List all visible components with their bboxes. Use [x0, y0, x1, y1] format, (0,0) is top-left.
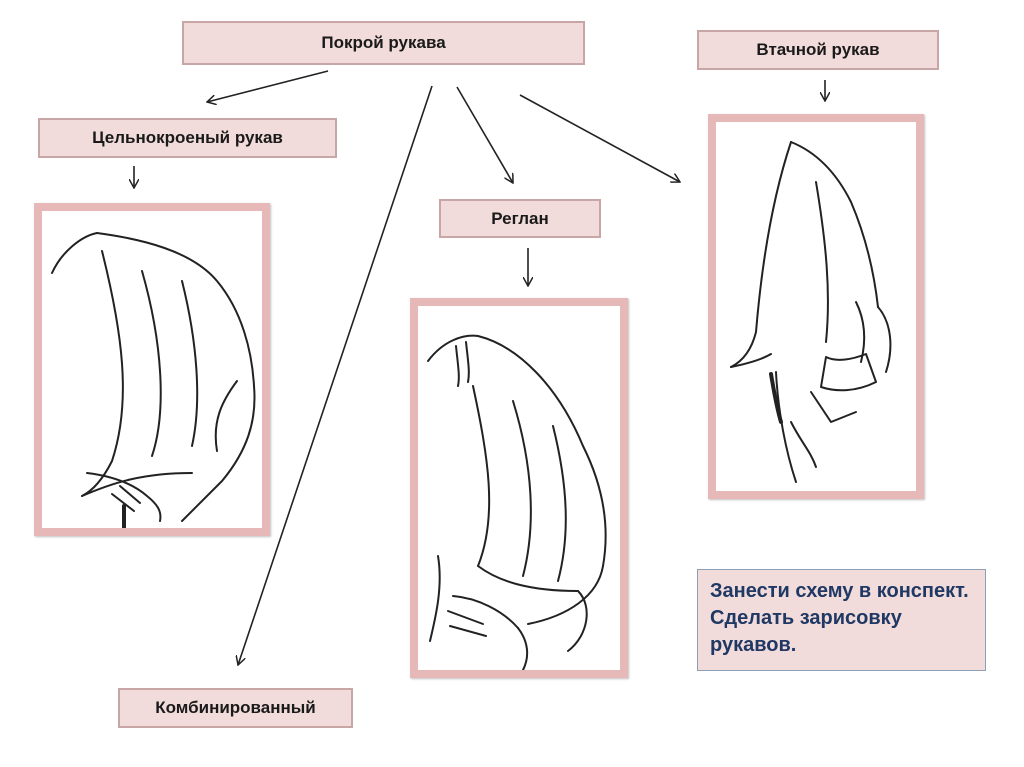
combined-sleeve-box: Комбинированный [118, 688, 353, 728]
one-piece-sleeve-box: Цельнокроеный рукав [38, 118, 337, 158]
one-piece-sleeve-illustration [34, 203, 270, 536]
root-box: Покрой рукава [182, 21, 585, 65]
raglan-label: Реглан [491, 209, 549, 229]
arrow-to-one-piece [207, 71, 328, 102]
instruction-note: Занести схему в конспект. Сделать зарисо… [697, 569, 986, 671]
set-in-sleeve-box: Втачной рукав [697, 30, 939, 70]
arrow-to-set-in [520, 95, 680, 182]
one-piece-sleeve-label: Цельнокроеный рукав [92, 128, 283, 148]
raglan-sleeve-illustration [410, 298, 628, 678]
combined-sleeve-label: Комбинированный [155, 698, 316, 718]
instruction-note-text: Занести схему в конспект. Сделать зарисо… [710, 580, 969, 656]
root-label: Покрой рукава [321, 33, 445, 53]
raglan-box: Реглан [439, 199, 601, 238]
set-in-sleeve-illustration [708, 114, 924, 499]
set-in-sleeve-label: Втачной рукав [756, 40, 879, 60]
arrow-to-raglan [457, 87, 513, 183]
